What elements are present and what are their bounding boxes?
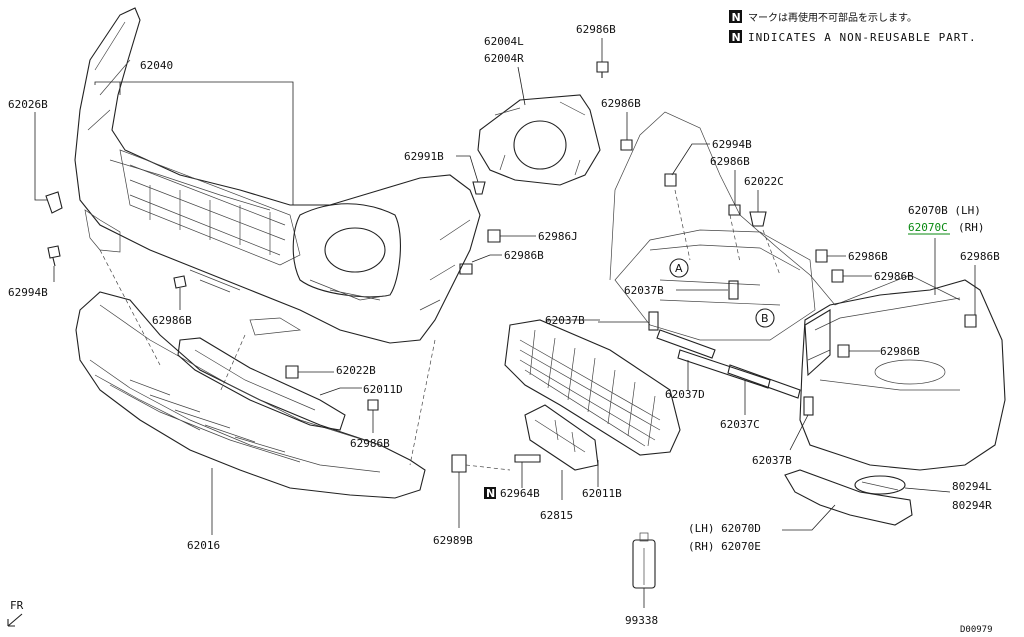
part-label-62022C: 62022C	[744, 175, 784, 188]
upper-bumper-assembly	[74, 7, 481, 344]
part-label-62986B-right5: 62986B	[880, 345, 920, 358]
callout-62986B-topright: 62986B	[601, 97, 641, 151]
callout-62964B: N 62964B	[484, 454, 541, 500]
part-label-62986B-lower: 62986B	[350, 437, 390, 450]
part-label-62070C-highlighted[interactable]: 62070C	[908, 221, 948, 234]
part-label-62037B-a: 62037B	[545, 314, 585, 327]
side-bumper-62070: 62070B (LH) 62070C (RH)	[799, 204, 1006, 471]
callout-62986B-left: 62986B	[152, 275, 192, 327]
callout-62994B-left: 62994B	[8, 245, 61, 299]
callout-62989B: 62989B	[433, 454, 511, 547]
callout-62994B-right: 62994B	[664, 138, 752, 187]
part-label-62986B-right4: 62986B	[960, 250, 1000, 263]
part-label-62070B: 62070B (LH)	[908, 204, 981, 217]
part-label-62026B: 62026B	[8, 98, 48, 111]
callout-62022B: 62022B	[285, 364, 376, 379]
callout-62986B-right5: 62986B	[837, 344, 920, 358]
callout-62026B: 62026B	[8, 98, 63, 214]
part-label-62040: 62040	[140, 59, 173, 72]
non-reusable-marker-text: N	[486, 487, 495, 500]
legend-marker-text: N	[732, 31, 741, 44]
callout-62986B-right2: 62986B	[815, 249, 888, 263]
part-label-62986B-mid: 62986B	[504, 249, 544, 262]
part-label-62986B-right1: 62986B	[710, 155, 750, 168]
part-label-62037B-c: 62037B	[752, 454, 792, 467]
part-label-62986J: 62986J	[538, 230, 578, 243]
part-label-62815: 62815	[540, 509, 573, 522]
front-indicator: FR	[7, 599, 24, 627]
callout-62986B-lower: 62986B	[350, 399, 390, 450]
callout-62040: 62040	[94, 59, 294, 205]
part-label-62070C-side: (RH)	[958, 221, 985, 234]
part-label-62037D: 62037D	[665, 388, 705, 401]
reference-circle-B: B	[761, 312, 769, 325]
part-label-80294R: 80294R	[952, 499, 992, 512]
part-label-80294L: 80294L	[952, 480, 992, 493]
center-grille: 62037B	[504, 311, 681, 456]
callout-62986B-right1: 62986B	[710, 155, 750, 216]
touchup-99338: 99338	[625, 532, 658, 627]
part-label-62070E: (RH) 62070E	[688, 540, 761, 553]
callout-80294: 80294L 80294R	[904, 480, 992, 512]
part-label-62964B: 62964B	[500, 487, 540, 500]
part-label-62022B: 62022B	[336, 364, 376, 377]
fog-bracket-62004: 62004L 62004R	[477, 35, 601, 186]
callout-62022C: 62022C	[744, 175, 784, 227]
callout-62986B-right4: 62986B	[960, 250, 1000, 328]
non-reusable-marker-icon	[729, 30, 742, 43]
callout-62986B-mid: 62986B	[459, 249, 544, 275]
bracket-62011D: 62011D	[177, 337, 403, 431]
reference-circle-A: A	[675, 262, 683, 275]
part-label-62037B-b: 62037B	[624, 284, 664, 297]
diagram-code: D00979	[960, 625, 993, 635]
part-label-62016: 62016	[187, 539, 220, 552]
non-reusable-marker-icon	[729, 10, 742, 23]
callout-62991B: 62991B	[404, 150, 486, 195]
part-label-62986B-topright: 62986B	[601, 97, 641, 110]
part-label-62991B: 62991B	[404, 150, 444, 163]
legend-japanese: マークは再使用不可部品を示します。	[748, 11, 917, 24]
part-label-62037C: 62037C	[720, 418, 760, 431]
callout-62986B-right3: 62986B	[831, 269, 914, 283]
part-label-62994B-left: 62994B	[8, 286, 48, 299]
non-reusable-marker-icon	[484, 487, 496, 499]
part-label-62986B-right2: 62986B	[848, 250, 888, 263]
body-reference	[609, 111, 961, 341]
callout-62986B-top: 62986B	[576, 23, 616, 78]
assembly-dashes-left	[99, 249, 436, 466]
part-label-62011B: 62011B	[582, 487, 622, 500]
front-arrow-icon	[7, 613, 23, 627]
front-direction-label: FR	[10, 599, 24, 612]
part-label-62004R: 62004R	[484, 52, 524, 65]
part-label-62989B: 62989B	[433, 534, 473, 547]
license-bracket-62815: 62815 62011B	[524, 404, 622, 522]
part-label-62011D: 62011D	[363, 383, 403, 396]
part-label-62986B-left: 62986B	[152, 314, 192, 327]
lower-corner-62070D: (LH) 62070D (RH) 62070E	[688, 469, 913, 553]
reference-circles: A B	[669, 258, 775, 328]
part-label-62994B-right: 62994B	[712, 138, 752, 151]
callout-62986J: 62986J	[487, 229, 578, 243]
strips-62037: 62037B 62037D 62037C 62037B	[624, 280, 814, 467]
part-label-62986B-right3: 62986B	[874, 270, 914, 283]
part-label-62986B-top: 62986B	[576, 23, 616, 36]
legend-english: INDICATES A NON-REUSABLE PART.	[748, 31, 977, 44]
legend-marker-text: N	[732, 11, 741, 24]
part-label-62070D: (LH) 62070D	[688, 522, 761, 535]
part-label-99338: 99338	[625, 614, 658, 627]
legend: N マークは再使用不可部品を示します。 N INDICATES A NON-RE…	[729, 10, 977, 44]
part-label-62004L: 62004L	[484, 35, 524, 48]
